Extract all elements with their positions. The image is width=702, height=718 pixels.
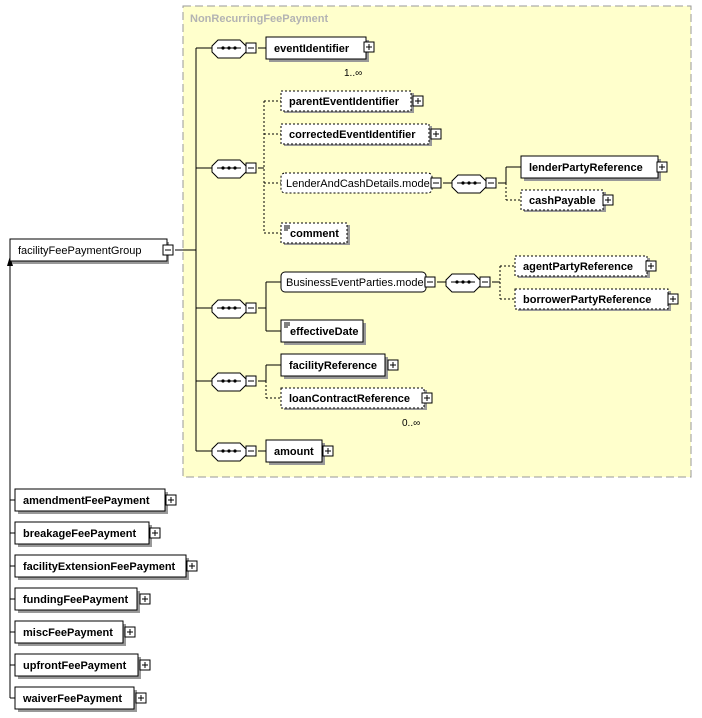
sequence-compositor-2[interactable] <box>211 159 257 179</box>
element-label: correctedEventIdentifier <box>289 129 416 141</box>
sequence-compositor-1[interactable] <box>211 39 257 59</box>
collapse-icon[interactable] <box>485 177 497 189</box>
expand-icon[interactable] <box>667 293 679 305</box>
derived-label: fundingFeePayment <box>23 594 128 606</box>
expand-icon[interactable] <box>139 593 151 605</box>
element-label: effectiveDate <box>290 326 358 338</box>
derived-upfrontFeePayment[interactable]: upfrontFeePayment <box>14 653 151 679</box>
collapse-icon[interactable] <box>245 42 257 54</box>
group-BusinessEventParties[interactable]: BusinessEventParties.model <box>280 271 436 293</box>
element-eventIdentifier[interactable]: eventIdentifier <box>265 36 375 62</box>
element-label: cashPayable <box>529 195 596 207</box>
element-borrowerPartyReference[interactable]: borrowerPartyReference <box>514 288 679 311</box>
derived-label: waiverFeePayment <box>22 693 122 705</box>
element-effectiveDate[interactable]: effectiveDate <box>280 319 366 345</box>
derived-facilityExtensionFeePayment[interactable]: facilityExtensionFeePayment <box>14 554 198 580</box>
derived-amendmentFeePayment[interactable]: amendmentFeePayment <box>14 488 177 514</box>
derived-breakageFeePayment[interactable]: breakageFeePayment <box>14 521 161 547</box>
derived-label: breakageFeePayment <box>23 528 136 540</box>
derived-label: upfrontFeePayment <box>23 660 127 672</box>
text-type-icon <box>284 225 290 231</box>
expand-icon[interactable] <box>149 527 161 539</box>
cardinality-label: 1..∞ <box>344 68 362 79</box>
derived-label: miscFeePayment <box>23 627 113 639</box>
expand-icon[interactable] <box>139 659 151 671</box>
group-LenderAndCashDetails[interactable]: LenderAndCashDetails.model <box>280 172 442 194</box>
element-label: borrowerPartyReference <box>523 294 651 306</box>
derived-fundingFeePayment[interactable]: fundingFeePayment <box>14 587 151 613</box>
collapse-icon[interactable] <box>245 375 257 387</box>
derived-label: amendmentFeePayment <box>23 495 150 507</box>
collapse-icon[interactable] <box>245 162 257 174</box>
collapse-icon[interactable] <box>430 177 442 189</box>
element-amount[interactable]: amount <box>265 439 334 465</box>
collapse-icon[interactable] <box>424 276 436 288</box>
cardinality-label: 0..∞ <box>402 418 420 429</box>
sequence-compositor-lender[interactable] <box>451 174 497 194</box>
derived-label: facilityExtensionFeePayment <box>23 561 176 573</box>
element-label: comment <box>290 228 339 240</box>
expand-icon[interactable] <box>430 128 442 140</box>
text-type-icon <box>284 322 290 328</box>
collapse-icon[interactable] <box>162 244 174 256</box>
element-label: loanContractReference <box>289 393 410 405</box>
expand-icon[interactable] <box>322 445 334 457</box>
expand-icon[interactable] <box>602 194 614 206</box>
element-label: parentEventIdentifier <box>289 96 400 108</box>
collapse-icon[interactable] <box>479 276 491 288</box>
element-label: facilityReference <box>289 360 377 372</box>
element-agentPartyReference[interactable]: agentPartyReference <box>514 255 657 278</box>
element-label: amount <box>274 446 314 458</box>
element-lenderPartyReference[interactable]: lenderPartyReference <box>520 155 668 181</box>
sequence-compositor-parties[interactable] <box>445 273 491 293</box>
expand-icon[interactable] <box>656 161 668 173</box>
root-facilityFeePaymentGroup[interactable]: facilityFeePaymentGroup <box>9 238 174 264</box>
expand-icon[interactable] <box>645 260 657 272</box>
expand-icon[interactable] <box>135 692 147 704</box>
element-label: eventIdentifier <box>274 43 350 55</box>
sequence-compositor-5[interactable] <box>211 442 257 462</box>
sequence-compositor-3[interactable] <box>211 299 257 319</box>
expand-icon[interactable] <box>186 560 198 572</box>
expand-icon[interactable] <box>412 95 424 107</box>
element-label: agentPartyReference <box>523 261 633 273</box>
collapse-icon[interactable] <box>245 445 257 457</box>
element-loanContractReference[interactable]: loanContractReference <box>280 387 433 410</box>
root-label: facilityFeePaymentGroup <box>18 245 142 257</box>
element-cashPayable[interactable]: cashPayable <box>520 189 614 212</box>
group-title: NonRecurringFeePayment <box>190 13 328 25</box>
group-label: BusinessEventParties.model <box>286 277 426 289</box>
expand-icon[interactable] <box>165 494 177 506</box>
element-correctedEventIdentifier[interactable]: correctedEventIdentifier <box>280 123 442 146</box>
expand-icon[interactable] <box>387 359 399 371</box>
element-label: lenderPartyReference <box>529 162 643 174</box>
element-facilityReference[interactable]: facilityReference <box>280 353 399 379</box>
collapse-icon[interactable] <box>245 302 257 314</box>
element-parentEventIdentifier[interactable]: parentEventIdentifier <box>280 90 424 113</box>
element-comment[interactable]: comment <box>280 222 350 245</box>
sequence-compositor-4[interactable] <box>211 372 257 392</box>
derived-waiverFeePayment[interactable]: waiverFeePayment <box>14 686 147 712</box>
expand-icon[interactable] <box>363 41 375 53</box>
nonrecurring-group-box <box>182 5 692 478</box>
expand-icon[interactable] <box>421 392 433 404</box>
derived-miscFeePayment[interactable]: miscFeePayment <box>14 620 136 646</box>
group-label: LenderAndCashDetails.model <box>286 178 432 190</box>
expand-icon[interactable] <box>124 626 136 638</box>
